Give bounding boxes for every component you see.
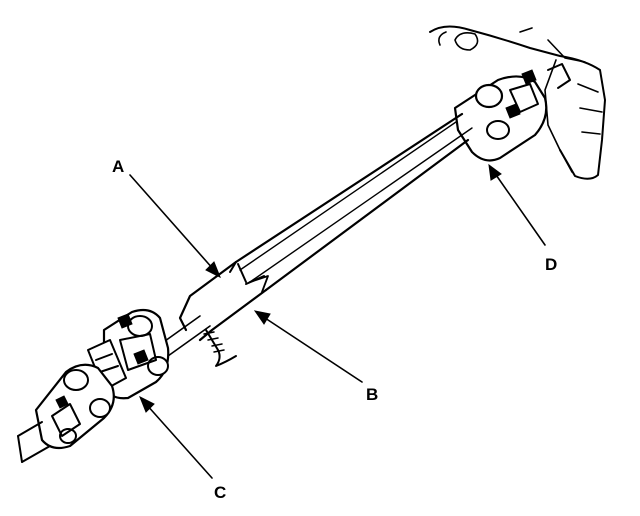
callout-label-b: B	[366, 385, 378, 404]
leader-line-c	[145, 403, 213, 479]
leader-line-a	[129, 174, 215, 271]
callout-label-d: D	[545, 255, 557, 274]
callout-label-c: C	[214, 483, 226, 502]
callout-label-a: A	[112, 157, 124, 176]
arrowhead-c	[139, 395, 155, 413]
harness-clip	[203, 329, 237, 367]
callout-labels: A B C D	[112, 157, 557, 502]
arrowhead-b	[253, 310, 271, 325]
leader-line-b	[261, 315, 363, 383]
bottom-yoke	[17, 363, 115, 463]
arrowhead-d	[488, 163, 502, 181]
arrowhead-a	[205, 261, 221, 279]
upper-universal-joint	[453, 63, 571, 162]
intermediate-shaft	[157, 112, 473, 357]
lower-universal-joint	[87, 308, 170, 400]
upper-mount-bracket	[429, 25, 606, 180]
leader-lines	[129, 163, 546, 479]
leader-line-d	[493, 171, 546, 246]
